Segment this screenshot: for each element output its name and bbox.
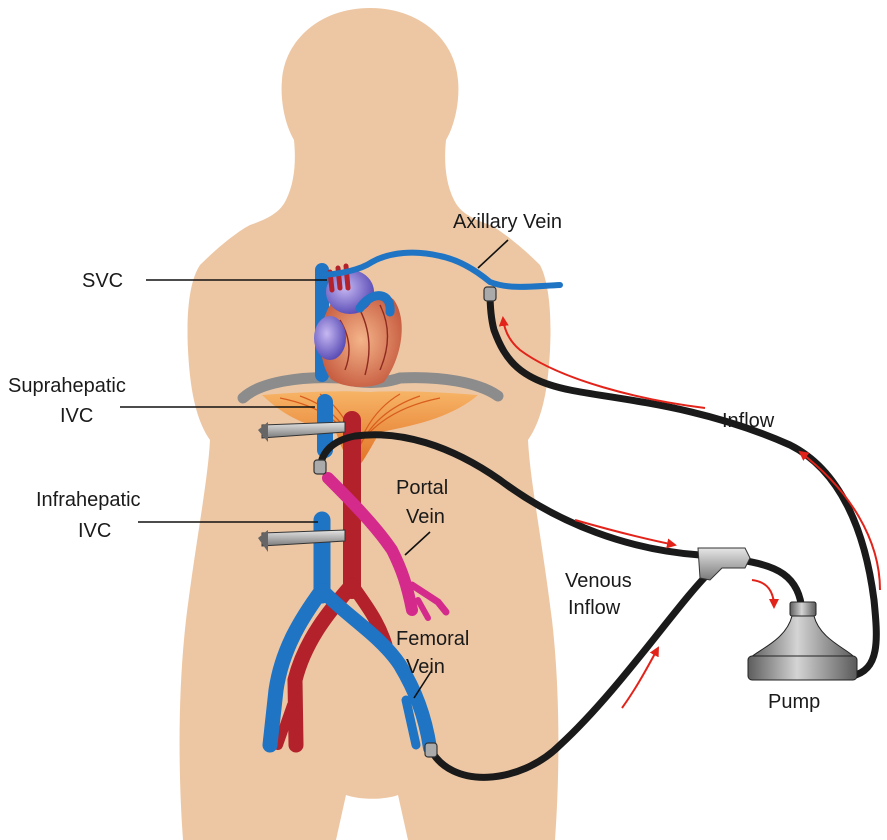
label-venous-2: Inflow: [568, 597, 621, 619]
pump: [748, 602, 857, 680]
pump-flow-arrow: [752, 580, 774, 607]
label-portal-2: Vein: [406, 506, 445, 528]
label-suprahepatic-1: Suprahepatic: [8, 375, 126, 397]
label-venous-1: Venous: [565, 570, 632, 592]
label-pump: Pump: [768, 691, 820, 713]
y-connector: [698, 548, 750, 580]
label-svc: SVC: [82, 270, 123, 292]
label-infrahepatic-1: Infrahepatic: [36, 489, 141, 511]
label-suprahepatic-2: IVC: [60, 405, 93, 427]
label-infrahepatic-2: IVC: [78, 520, 111, 542]
label-axillary-vein: Axillary Vein: [453, 211, 562, 233]
label-femoral-2: Vein: [406, 656, 445, 678]
label-femoral-1: Femoral: [396, 628, 469, 650]
label-inflow: Inflow: [722, 410, 775, 432]
label-portal-1: Portal: [396, 477, 448, 499]
